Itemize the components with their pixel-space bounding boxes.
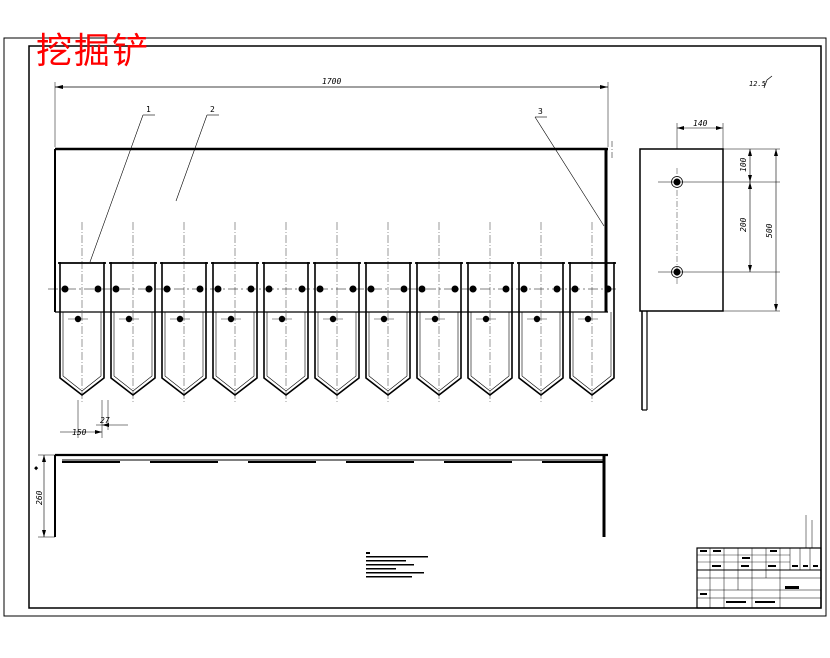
side-top-dim: 140: [693, 119, 708, 128]
tb-cell-text: [803, 565, 808, 567]
bolt-hole: [265, 285, 273, 293]
bolt-hole: [604, 285, 612, 293]
bolt-hole: [298, 285, 306, 293]
tb-cell-text: [742, 557, 750, 559]
side-plate: [639, 148, 724, 312]
bolt-hole: [520, 285, 528, 293]
side-vdim-arrow-2: [748, 175, 752, 182]
digging-tooth: [262, 222, 310, 402]
note-line: [366, 556, 428, 558]
technical-notes: [366, 552, 428, 578]
tb-cell-text: [700, 593, 707, 595]
bolt-hole: [94, 285, 102, 293]
digging-tooth: [58, 222, 106, 402]
bolt-hole: [112, 285, 120, 293]
tb-cell-text: [792, 565, 798, 567]
side-height-arrow-bottom: [774, 304, 778, 311]
pitch-arrow: [95, 430, 102, 434]
note-line: [366, 572, 424, 574]
bolt-hole: [400, 285, 408, 293]
overall-arrow-left: [55, 85, 63, 89]
digging-tooth: [364, 222, 412, 402]
digging-tooth: [517, 222, 565, 402]
roughness-symbol: [763, 75, 773, 89]
balloon-3: 3: [538, 107, 543, 116]
bolt-hole: [571, 285, 579, 293]
tooth-dimensions: 150 27: [60, 400, 128, 438]
bottom-height-dim: 260: [35, 490, 44, 505]
tb-cell-text: [785, 586, 799, 589]
tb-cell-text: [713, 550, 721, 552]
bottom-view: 260 ◆: [34, 453, 608, 538]
side-hole-offset-dim: 100: [739, 157, 748, 172]
bolt-hole: [316, 285, 324, 293]
outer-border: [3, 37, 827, 617]
side-height-arrow-top: [774, 149, 778, 156]
bottom-view-marker: ◆: [34, 464, 39, 472]
side-top-arrow-r: [716, 126, 723, 130]
digging-tooth: [211, 222, 259, 402]
roughness-value: 12.5: [749, 80, 766, 88]
leader-line-1: [89, 114, 144, 263]
bottom-dim-arrow-top: [42, 455, 46, 462]
title-block: [696, 515, 822, 609]
bottom-dim-arrow-bottom: [42, 530, 46, 537]
teeth-group: [58, 222, 616, 402]
tb-cell-text: [813, 565, 818, 567]
tb-cell-text: [726, 601, 746, 603]
note-line: [366, 564, 414, 566]
digging-tooth: [466, 222, 514, 402]
note-line: [366, 568, 396, 570]
bolt-hole: [553, 285, 561, 293]
note-mark: [366, 552, 370, 554]
digging-tooth: [415, 222, 463, 402]
overall-width-dim: 1700: [322, 77, 341, 86]
tb-cell-text: [755, 601, 775, 603]
tb-cell-text: [741, 565, 749, 567]
bolt-hole: [145, 285, 153, 293]
tooth-gap-dim: 27: [100, 416, 110, 425]
bolt-hole: [247, 285, 255, 293]
bolt-hole: [502, 285, 510, 293]
side-vdim-arrow-3: [748, 182, 752, 189]
side-hole-spacing-dim: 200: [739, 217, 748, 232]
leader-line-2: [175, 114, 208, 202]
bolt-hole: [61, 285, 69, 293]
gap-arrow: [102, 423, 109, 427]
note-line: [366, 560, 406, 562]
side-height-dim: 500: [765, 223, 774, 238]
tb-cell-text: [770, 550, 777, 552]
tb-cell-text: [700, 550, 707, 552]
leader-line-3: [534, 116, 605, 227]
balloon-2: 2: [210, 105, 215, 114]
tooth-pitch-dim: 150: [72, 428, 87, 437]
bolt-hole: [214, 285, 222, 293]
bolt-hole: [451, 285, 459, 293]
digging-tooth: [109, 222, 157, 402]
digging-tooth: [160, 222, 208, 402]
note-line: [366, 576, 412, 578]
side-top-arrow-l: [677, 126, 684, 130]
digging-tooth: [313, 222, 361, 402]
side-vdim-arrow-1: [748, 149, 752, 156]
tb-cell-text: [712, 565, 721, 567]
bolt-hole: [418, 285, 426, 293]
main-view: 1700 150 27 1 2 3: [48, 77, 618, 438]
bolt-hole: [196, 285, 204, 293]
side-view: 140 100 200 500: [639, 119, 780, 411]
overall-arrow-right: [600, 85, 608, 89]
side-vdim-arrow-4: [748, 265, 752, 272]
inner-border: [28, 45, 822, 609]
bolt-hole: [349, 285, 357, 293]
bolt-hole: [367, 285, 375, 293]
bolt-hole: [469, 285, 477, 293]
digging-tooth: [568, 222, 616, 402]
tb-cell-text: [768, 565, 776, 567]
balloon-1: 1: [146, 105, 151, 114]
drawing-title: 挖掘铲: [36, 31, 151, 72]
bolt-hole: [163, 285, 171, 293]
